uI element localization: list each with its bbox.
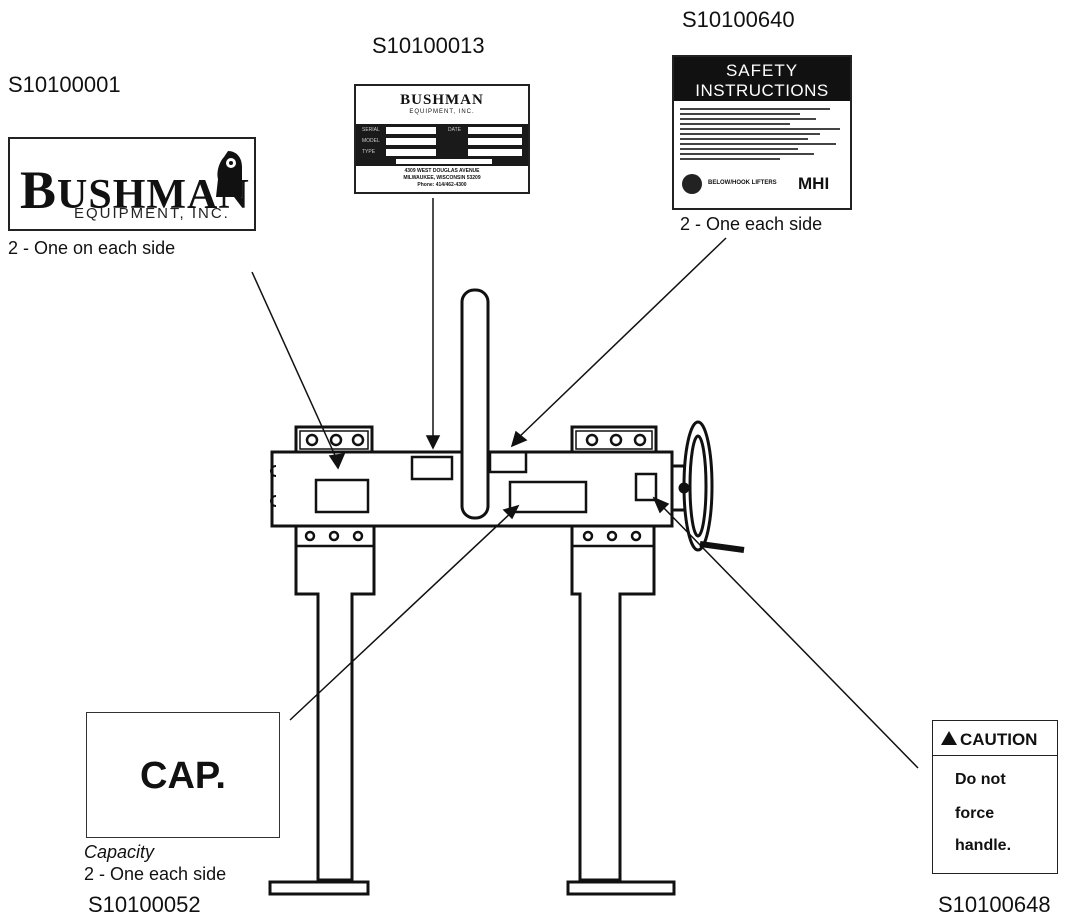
bushman-logo-decal: BUSHMAN EQUIPMENT, INC. xyxy=(8,137,256,231)
model-field-label: MODEL xyxy=(362,138,380,144)
beam-serial-decal xyxy=(410,455,454,481)
serial-subtitle: EQUIPMENT, INC. xyxy=(409,109,475,115)
safety-footer: BELOW/HOOK LIFTERS MHI xyxy=(680,172,846,198)
gorilla-mascot-icon xyxy=(216,151,242,197)
association-seal-icon xyxy=(682,174,702,194)
capacity-text: CAP. xyxy=(140,755,226,797)
caution-line: Do not xyxy=(955,771,1006,788)
part-code-caution: S10100648 xyxy=(938,892,1051,917)
caution-header: CAUTION xyxy=(933,721,1057,756)
logo-wordmark: BUSHMAN xyxy=(20,160,250,220)
safety-rules-list xyxy=(680,105,846,163)
warning-triangle-icon xyxy=(941,731,957,745)
beam-caution-decal xyxy=(634,472,658,502)
type-field-label: TYPE xyxy=(362,149,376,155)
note-logo: 2 - One on each side xyxy=(8,238,176,258)
mhi-logo: MHI xyxy=(798,174,830,193)
beam-safety-decal xyxy=(488,450,528,474)
logo-subtitle: EQUIPMENT, INC. xyxy=(74,205,230,222)
note-safety: 2 - One each side xyxy=(680,214,823,234)
beam-capacity-decal xyxy=(508,480,588,514)
part-code-safety: S10100640 xyxy=(682,7,795,32)
serial-field-label: SERIAL xyxy=(362,127,380,133)
left-foot xyxy=(268,880,370,896)
part-code-logo: S10100001 xyxy=(8,72,121,97)
serial-plate-decal: BUSHMAN EQUIPMENT, INC. SERIAL DATE MODE… xyxy=(354,84,530,194)
leader-capacity xyxy=(289,509,515,721)
safety-instructions-decal: SAFETY INSTRUCTIONS BELOW/HOOK LIFTERS M… xyxy=(672,55,852,210)
leader-logo xyxy=(251,271,339,463)
right-foot xyxy=(566,880,676,896)
left-leg xyxy=(294,526,376,882)
capacity-decal: CAP. xyxy=(86,712,280,838)
right-leg xyxy=(570,526,656,882)
leader-caution xyxy=(659,503,919,769)
date-field-label: DATE xyxy=(448,127,461,133)
leader-safety xyxy=(515,237,727,441)
caution-line: handle. xyxy=(955,837,1012,854)
safety-header: SAFETY INSTRUCTIONS xyxy=(674,57,850,101)
note-capacity: 2 - One each side xyxy=(84,864,227,884)
serial-address: 4309 WEST DOUGLAS AVENUE MILWAUKEE, WISC… xyxy=(403,168,481,188)
serial-field-panel: SERIAL DATE MODEL TYPE xyxy=(356,124,528,166)
note-capacity-title: Capacity xyxy=(84,842,155,862)
part-code-capacity: S10100052 xyxy=(88,892,201,917)
beam-logo-decal xyxy=(314,478,370,514)
part-code-serial: S10100013 xyxy=(372,33,485,58)
serial-header: BUSHMAN EQUIPMENT, INC. xyxy=(356,86,528,122)
caution-line: force xyxy=(955,805,995,822)
serial-brand: BUSHMAN xyxy=(400,92,484,108)
vertical-handle xyxy=(460,288,490,520)
caution-decal: CAUTION Do not force handle. xyxy=(932,720,1058,874)
